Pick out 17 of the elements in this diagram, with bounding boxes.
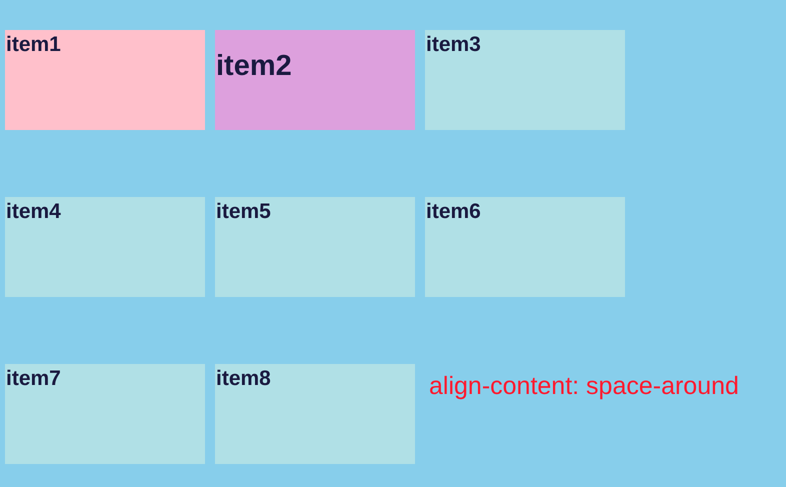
item-box bbox=[425, 30, 625, 130]
item-label: item3 bbox=[426, 34, 481, 55]
item-box bbox=[425, 197, 625, 297]
item-box bbox=[215, 197, 415, 297]
item-box bbox=[5, 364, 205, 464]
item-box bbox=[5, 30, 205, 130]
item-box bbox=[215, 364, 415, 464]
note-text: align-content: space-around bbox=[429, 374, 739, 399]
item-box bbox=[215, 30, 415, 130]
item-label: item7 bbox=[6, 368, 61, 389]
item-label: item4 bbox=[6, 201, 61, 222]
item-box bbox=[5, 197, 205, 297]
item-label: item2 bbox=[216, 52, 292, 81]
item-label: item1 bbox=[6, 34, 61, 55]
item-label: item5 bbox=[216, 201, 271, 222]
item-label: item6 bbox=[426, 201, 481, 222]
item-label: item8 bbox=[216, 368, 271, 389]
